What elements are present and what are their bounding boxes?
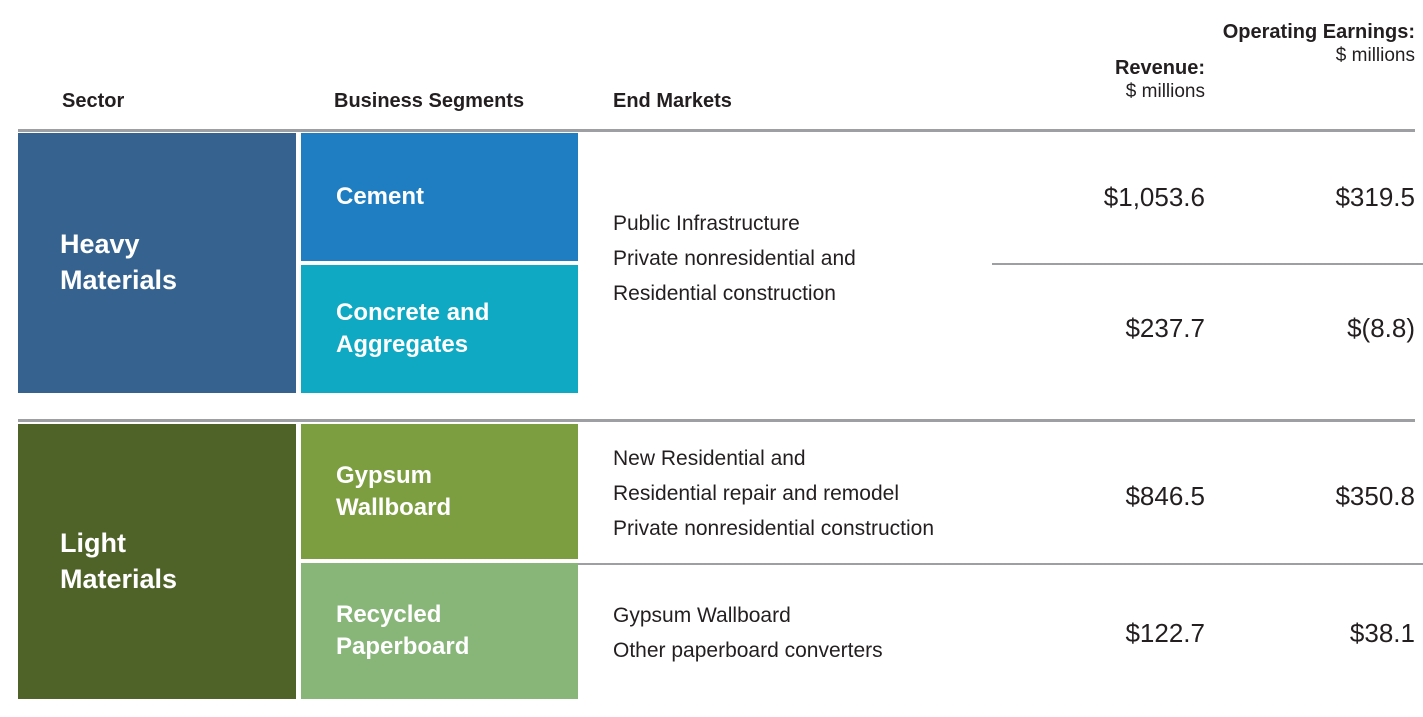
segment-label-cement: Cement xyxy=(336,183,425,211)
column-header-revenue: Revenue: $ millions xyxy=(1115,57,1205,103)
sector-label-light-materials: Light Materials xyxy=(60,527,178,594)
segment-block-concrete-and-aggregates[interactable]: Concrete and Aggregates xyxy=(301,265,578,393)
column-header-operating-earnings-title: Operating Earnings: xyxy=(1222,21,1415,43)
column-header-revenue-title: Revenue: xyxy=(1114,57,1205,79)
column-header-sector: Sector xyxy=(62,90,125,112)
divider-light-materials-rows xyxy=(575,563,1423,565)
segment-label-concrete-and-aggregates: Concrete and Aggregates xyxy=(336,299,490,358)
divider-between-sectors xyxy=(18,419,1415,422)
sector-block-heavy-materials[interactable]: Heavy Materials xyxy=(18,133,296,393)
segment-block-recycled-paperboard[interactable]: Recycled Paperboard xyxy=(301,563,578,699)
operating-earnings-value-recycled-paperboard: $38.1 xyxy=(1349,618,1415,648)
divider-heavy-materials-rows xyxy=(992,263,1423,265)
operating-earnings-value-concrete-and-aggregates: $(8.8) xyxy=(1347,313,1415,343)
segment-label-gypsum-wallboard: Gypsum Wallboard xyxy=(336,461,452,521)
sector-block-light-materials[interactable]: Light Materials xyxy=(18,424,296,699)
column-header-business-segments: Business Segments xyxy=(334,90,525,112)
column-header-revenue-units: $ millions xyxy=(1125,80,1205,102)
revenue-value-concrete-and-aggregates: $237.7 xyxy=(1125,313,1205,343)
column-header-end-markets: End Markets xyxy=(613,90,732,112)
revenue-value-gypsum-wallboard: $846.5 xyxy=(1125,481,1205,511)
column-header-operating-earnings-units: $ millions xyxy=(1335,44,1415,66)
sector-label-heavy-materials: Heavy Materials xyxy=(60,229,178,295)
segment-block-cement[interactable]: Cement xyxy=(301,133,578,261)
end-markets-recycled-paperboard: Gypsum Wallboard Other paperboard conver… xyxy=(613,604,883,663)
revenue-value-recycled-paperboard: $122.7 xyxy=(1125,618,1205,648)
operating-earnings-value-cement: $319.5 xyxy=(1335,182,1415,212)
segment-block-gypsum-wallboard[interactable]: Gypsum Wallboard xyxy=(301,424,578,559)
operating-earnings-value-gypsum-wallboard: $350.8 xyxy=(1335,481,1415,511)
segment-label-recycled-paperboard: Recycled Paperboard xyxy=(336,601,470,660)
end-markets-heavy-materials: Public Infrastructure Private nonresiden… xyxy=(613,212,856,306)
revenue-value-cement: $1,053.6 xyxy=(1103,182,1205,212)
end-markets-gypsum-wallboard: New Residential and Residential repair a… xyxy=(613,447,935,541)
divider-top xyxy=(18,129,1415,132)
column-header-operating-earnings: Operating Earnings: $ millions xyxy=(1223,21,1415,67)
